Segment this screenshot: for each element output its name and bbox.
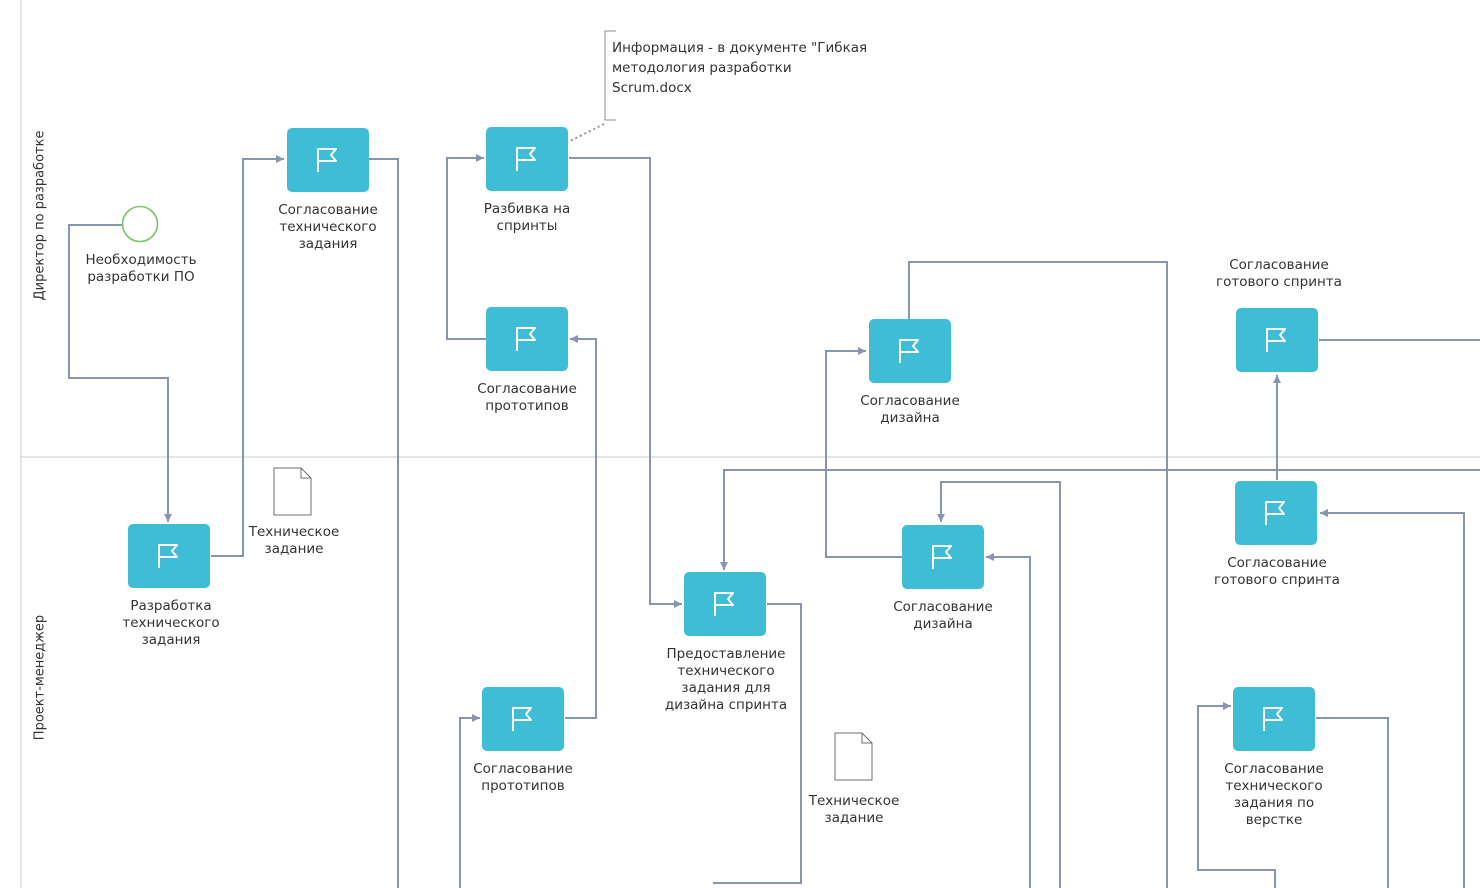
flow-top-design-out[interactable] [908, 261, 1168, 888]
document-label: Техническое задание [248, 524, 340, 557]
task-label: Согласование прототипов [477, 381, 577, 414]
document-icon [273, 467, 312, 516]
flag-icon [158, 544, 178, 568]
task-label: Предоставление технического задания для … [664, 646, 788, 713]
task-label: Согласование технического задания [278, 202, 378, 252]
flow-bottom-design-to-top[interactable] [825, 347, 902, 558]
task-label: Согласование прототипов [473, 761, 573, 794]
annotation-bracket [604, 30, 616, 121]
task-approve-design-top[interactable] [869, 319, 951, 383]
flag-icon [516, 147, 536, 171]
flow-sprints-to-design-spec[interactable] [569, 157, 682, 608]
task-approve-design-bottom[interactable] [902, 525, 984, 589]
task-label: Разбивка на спринты [483, 201, 571, 234]
flow-into-bottom-design-top[interactable] [937, 481, 1061, 888]
lane-label-development-director: Директор по разработке [32, 130, 48, 301]
flow-into-bottom-prototypes[interactable] [459, 714, 480, 888]
document-label: Техническое задание [808, 793, 900, 826]
flag-icon [512, 707, 532, 731]
flow-approve-spec-down[interactable] [369, 158, 399, 888]
flag-icon [714, 592, 734, 616]
task-provide-design-spec[interactable] [684, 572, 766, 636]
task-approve-prototypes-bottom[interactable] [482, 687, 564, 751]
flow-into-markup-spec[interactable] [1197, 702, 1276, 888]
flow-into-design-spec[interactable] [720, 469, 1480, 570]
start-event-label: Необходимость разработки ПО [85, 252, 197, 285]
flag-icon [932, 545, 952, 569]
start-event-circle[interactable] [121, 205, 159, 243]
annotation-association [567, 123, 605, 143]
task-approve-spec[interactable] [287, 128, 369, 192]
flow-design-spec-down[interactable] [713, 603, 802, 884]
task-approve-ready-sprint-bottom[interactable] [1235, 481, 1317, 545]
annotation-text: Информация - в документе "Гибкая методол… [612, 40, 868, 96]
flow-into-bottom-design-right[interactable] [986, 553, 1031, 888]
task-label: Разработка технического задания [122, 598, 220, 648]
flag-icon [1265, 501, 1285, 525]
flag-icon [516, 327, 536, 351]
flow-into-bottom-sprint[interactable] [1320, 509, 1465, 888]
flow-develop-to-approve-spec[interactable] [211, 155, 284, 557]
task-sprint-breakdown[interactable] [486, 127, 568, 191]
task-label: Согласование готового спринта [1216, 257, 1342, 290]
flow-start-to-develop-spec[interactable] [68, 224, 172, 522]
document-icon [834, 732, 873, 781]
task-label: Согласование готового спринта [1214, 555, 1340, 588]
flag-icon [1266, 328, 1286, 352]
flag-icon [1263, 707, 1283, 731]
flow-bottom-prototypes-to-top[interactable] [565, 335, 597, 719]
flow-prototypes-to-sprints[interactable] [446, 154, 486, 340]
flag-icon [899, 339, 919, 363]
task-label: Согласование дизайна [893, 599, 993, 632]
flag-icon [317, 148, 337, 172]
task-label: Согласование технического задания по вер… [1224, 761, 1324, 828]
task-approve-ready-sprint-top[interactable] [1236, 308, 1318, 372]
lane-label-project-manager: Проект-менеджер [32, 614, 48, 741]
task-approve-prototypes-top[interactable] [486, 307, 568, 371]
task-label: Согласование дизайна [860, 393, 960, 426]
task-approve-markup-spec[interactable] [1233, 687, 1315, 751]
task-develop-spec[interactable] [128, 524, 210, 588]
flow-markup-spec-out[interactable] [1316, 717, 1389, 888]
